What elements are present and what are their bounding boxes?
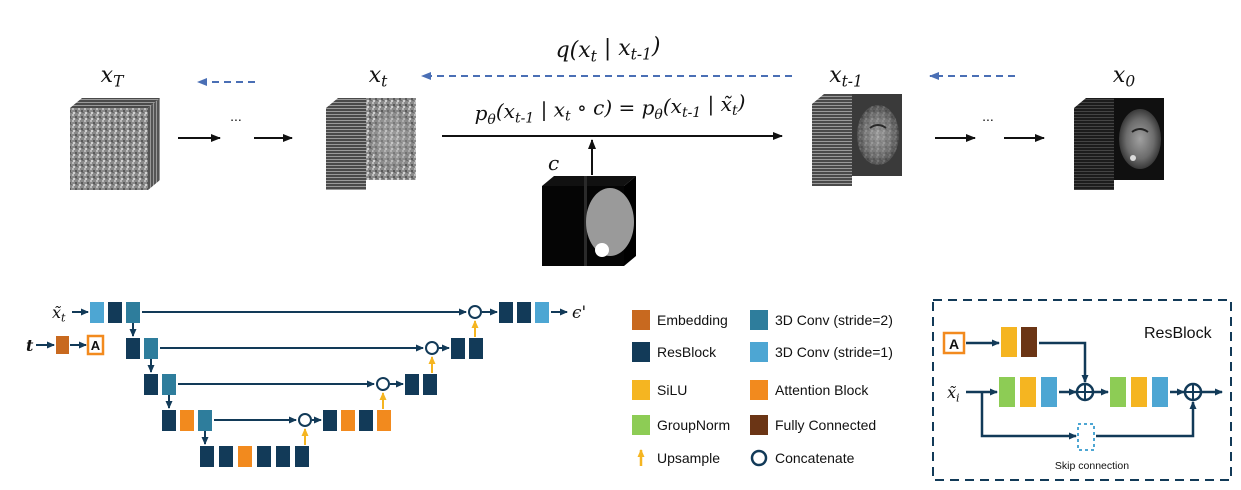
- legend: Embedding 3D Conv (stride=2) ResBlock 3D…: [632, 310, 893, 467]
- ellipsis-right: ...: [982, 108, 994, 124]
- resblock-silu-2: [1131, 377, 1147, 407]
- unet-bottleneck-res5: [295, 446, 309, 467]
- volume-x0: [1074, 98, 1164, 190]
- condition-label: c: [548, 151, 559, 175]
- unet-bottleneck-res1: [200, 446, 214, 467]
- legend-concatenate-icon: [750, 449, 768, 467]
- legend-swatch-fc: [750, 415, 768, 435]
- legend-label-concatenate: Concatenate: [775, 450, 855, 466]
- resblock-skip-conv: [1077, 423, 1095, 451]
- unet-time-attention-glyph: A: [91, 338, 101, 353]
- unet-l4-dec-attn1: [341, 410, 355, 431]
- legend-label-conv-stride1: 3D Conv (stride=1): [775, 344, 893, 360]
- diffusion-process: q(xt | xt-1) xT xt xt-1 x0: [70, 34, 1164, 266]
- legend-swatch-attention: [750, 380, 768, 400]
- resblock-conv-1: [1041, 377, 1057, 407]
- unet-concat-2: [425, 341, 439, 355]
- unet-l2-res1: [126, 338, 140, 359]
- legend-label-embedding: Embedding: [657, 312, 728, 328]
- unet-time-label: t: [26, 336, 34, 355]
- unet-bottleneck-res4: [276, 446, 290, 467]
- resblock-title: ResBlock: [1144, 325, 1213, 342]
- volume-xt-1: [812, 94, 902, 186]
- legend-swatch-silu: [632, 380, 650, 400]
- unet-time-attention: [86, 334, 105, 356]
- unet-l4-dec-res1: [323, 410, 337, 431]
- legend-swatch-embedding: [632, 310, 650, 330]
- unet-l4-res1: [162, 410, 176, 431]
- legend-label-groupnorm: GroupNorm: [657, 417, 730, 433]
- state-label-xt-1: xt-1: [829, 63, 863, 91]
- legend-swatch-conv-stride1: [750, 342, 768, 362]
- unet-l3-conv: [162, 374, 176, 395]
- unet-l1-dec-conv: [535, 302, 549, 323]
- condition-mask-volume: [542, 176, 636, 266]
- unet-l3-res1: [144, 374, 158, 395]
- volume-xT: [70, 98, 160, 190]
- unet-l4-conv: [198, 410, 212, 431]
- legend-label-conv-stride2: 3D Conv (stride=2): [775, 312, 893, 328]
- unet-l4-dec-res2: [359, 410, 373, 431]
- unet-bottleneck-res3: [257, 446, 271, 467]
- legend-label-fc: Fully Connected: [775, 417, 876, 433]
- resblock-diagram: ResBlock A x̃i Skip connection: [932, 299, 1232, 481]
- unet-l3-dec-res1: [405, 374, 419, 395]
- ellipsis-left: ...: [230, 108, 242, 124]
- legend-label-attention: Attention Block: [775, 382, 869, 398]
- legend-label-upsample: Upsample: [657, 450, 720, 466]
- resblock-groupnorm-2: [1110, 377, 1126, 407]
- resblock-input-label: x̃i: [947, 383, 960, 404]
- volume-xt: [326, 98, 416, 190]
- unet-concat-4: [298, 413, 312, 427]
- resblock-attention-input: [942, 331, 966, 355]
- unet-time-embedding: [56, 336, 69, 354]
- unet-l1-res1: [108, 302, 122, 323]
- state-label-xT: xT: [101, 63, 125, 91]
- resblock-skip-path: [980, 392, 1077, 440]
- legend-swatch-conv-stride2: [750, 310, 768, 330]
- unet-l2-dec-res2: [469, 338, 483, 359]
- unet-bottleneck-attn: [238, 446, 252, 467]
- forward-process-label: q(xt | xt-1): [556, 34, 661, 66]
- resblock-attention-glyph: A: [949, 336, 959, 352]
- unet-l1-conv1: [90, 302, 104, 323]
- state-label-x0: x0: [1113, 63, 1135, 91]
- legend-swatch-resblock: [632, 342, 650, 362]
- resblock-skip-label: Skip connection: [1055, 460, 1129, 472]
- unet-l1-conv2: [126, 302, 140, 323]
- unet-concat-1: [468, 305, 482, 319]
- unet-l2-dec-res1: [451, 338, 465, 359]
- reverse-process-label: pθ(xt-1 | xt ∘ c) = pθ(xt-1 | x̃t): [475, 90, 746, 128]
- unet-l4-attn1: [180, 410, 194, 431]
- unet-l1-dec-res1: [499, 302, 513, 323]
- unet-diagram: x̃t t A ϵ': [26, 302, 586, 467]
- unet-l3-dec-res2: [423, 374, 437, 395]
- unet-concat-3: [376, 377, 390, 391]
- resblock-silu-emb: [1001, 327, 1017, 357]
- legend-swatch-groupnorm: [632, 415, 650, 435]
- resblock-fc: [1021, 327, 1037, 357]
- unet-output-label: ϵ': [572, 303, 586, 323]
- resblock-conv-2: [1152, 377, 1168, 407]
- resblock-groupnorm-1: [999, 377, 1015, 407]
- unet-l4-dec-attn2: [377, 410, 391, 431]
- legend-label-silu: SiLU: [657, 382, 687, 398]
- unet-bottleneck-res2: [219, 446, 233, 467]
- resblock-silu-1: [1020, 377, 1036, 407]
- unet-input-label: x̃t: [52, 303, 66, 324]
- unet-l2-conv: [144, 338, 158, 359]
- unet-l1-dec-res2: [517, 302, 531, 323]
- state-label-xt: xt: [369, 63, 388, 91]
- legend-label-resblock: ResBlock: [657, 344, 717, 360]
